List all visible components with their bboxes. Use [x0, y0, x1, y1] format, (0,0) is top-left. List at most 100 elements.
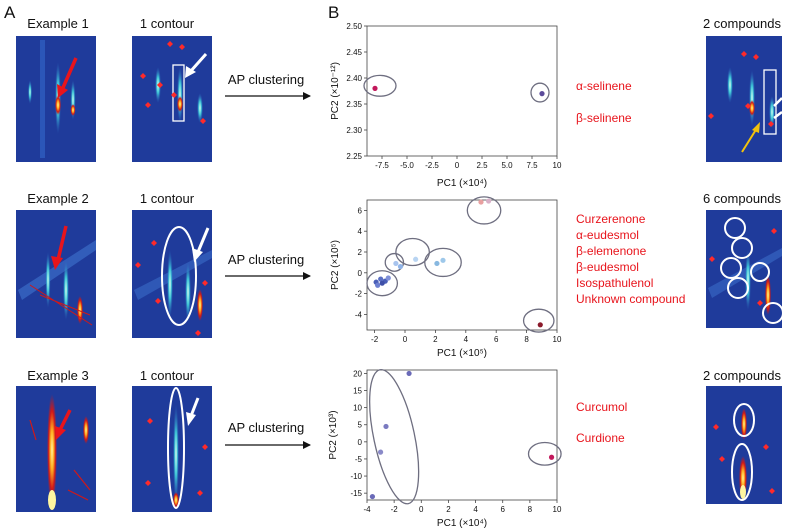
contour-label: 1 contour — [140, 368, 195, 383]
y-tick-label: 10 — [353, 404, 362, 413]
compound-name: Curcumol — [576, 400, 627, 414]
x-tick-label: 2.5 — [476, 161, 488, 170]
x-tick-label: 10 — [553, 161, 562, 170]
x-axis-label: PC1 (×10⁴) — [437, 178, 487, 189]
cluster-ellipse — [395, 237, 430, 267]
cluster-ellipse — [424, 247, 462, 278]
cluster-ellipse — [527, 441, 562, 466]
compound-name: β-selinene — [576, 111, 632, 125]
example-heatmap-1 — [16, 36, 96, 162]
example-label: Example 2 — [27, 191, 88, 206]
y-tick-label: 20 — [353, 369, 362, 378]
example-heatmap-3 — [16, 386, 96, 512]
data-point — [397, 263, 404, 270]
example-label: Example 1 — [27, 16, 88, 31]
result-label: 2 compounds — [703, 16, 782, 31]
result-heatmap-1 — [706, 36, 783, 162]
y-axis-label: PC2 (×10⁻¹²) — [330, 62, 341, 120]
y-tick-label: 2.45 — [346, 48, 362, 57]
data-point — [383, 423, 389, 430]
x-tick-label: -2 — [371, 335, 379, 344]
y-tick-label: 4 — [358, 227, 363, 236]
compound-name: α-eudesmol — [576, 228, 639, 242]
data-point — [486, 198, 492, 204]
contour-label: 1 contour — [140, 16, 195, 31]
contour-heatmap-2 — [132, 210, 212, 338]
data-point — [369, 493, 376, 500]
compound-name: Curdione — [576, 431, 625, 445]
y-tick-label: -15 — [350, 489, 362, 498]
method-label: AP clustering — [228, 72, 304, 87]
y-tick-label: -10 — [350, 472, 362, 481]
y-tick-label: 2.40 — [346, 74, 362, 83]
y-tick-label: 2.35 — [346, 100, 362, 109]
cluster-ellipse — [366, 270, 399, 297]
panel-label-b: B — [328, 3, 339, 22]
y-tick-label: 2.30 — [346, 126, 362, 135]
data-point — [537, 322, 543, 328]
x-tick-label: 2 — [446, 505, 451, 514]
cluster-ellipse — [384, 252, 405, 272]
contour-ellipse — [161, 226, 197, 326]
result-label: 6 compounds — [703, 191, 782, 206]
x-tick-label: 0 — [403, 335, 408, 344]
compound-name: α-selinene — [576, 79, 632, 93]
contour-ellipse — [167, 387, 185, 509]
cluster-ellipse — [522, 308, 555, 333]
y-tick-label: 2 — [358, 248, 363, 257]
data-point — [478, 199, 484, 205]
y-tick-label: 15 — [353, 387, 362, 396]
x-tick-label: 4 — [473, 505, 478, 514]
y-tick-label: 2.25 — [346, 152, 362, 161]
example-label: Example 3 — [27, 368, 88, 383]
data-point — [548, 454, 555, 460]
data-point — [434, 260, 440, 267]
x-tick-label: -2 — [391, 505, 399, 514]
data-point — [385, 275, 391, 281]
cluster-ellipse — [466, 196, 502, 225]
y-tick-label: -5 — [355, 455, 363, 464]
x-tick-label: -5.0 — [400, 161, 414, 170]
data-point — [378, 276, 384, 282]
data-point — [393, 260, 399, 267]
y-tick-label: 6 — [358, 206, 363, 215]
contour-heatmap-3 — [132, 386, 212, 512]
y-tick-label: 0 — [358, 438, 363, 447]
data-point — [377, 449, 384, 455]
x-tick-label: 10 — [553, 505, 562, 514]
contour-label: 1 contour — [140, 191, 195, 206]
x-tick-label: -4 — [363, 505, 371, 514]
result-heatmap-3 — [706, 386, 782, 504]
data-point — [413, 256, 419, 262]
red-arrow — [60, 57, 78, 91]
result-heatmap-2 — [706, 210, 784, 328]
compound-name: β-elemenone — [576, 244, 647, 258]
x-tick-label: 0 — [455, 161, 460, 170]
y-axis-label: PC2 (×10³) — [328, 410, 339, 459]
plot-frame — [366, 199, 558, 331]
y-tick-label: 0 — [358, 269, 363, 278]
compound-name: β-eudesmol — [576, 260, 639, 274]
x-tick-label: -7.5 — [375, 161, 389, 170]
x-tick-label: 0 — [419, 505, 424, 514]
data-point — [375, 282, 381, 288]
y-axis-label: PC2 (×10⁵) — [330, 240, 341, 290]
data-point — [440, 257, 446, 263]
data-point — [539, 91, 545, 97]
x-tick-label: 2 — [433, 335, 438, 344]
cluster-ellipse — [363, 74, 397, 97]
data-point — [379, 280, 385, 286]
x-axis-label: PC1 (×10⁵) — [437, 348, 487, 359]
x-tick-label: 4 — [464, 335, 469, 344]
contour-heatmap-1 — [132, 36, 212, 162]
x-axis-label: PC1 (×10⁴) — [437, 518, 487, 529]
x-tick-label: 10 — [553, 335, 562, 344]
y-tick-label: -2 — [355, 290, 363, 299]
x-tick-label: 8 — [524, 335, 529, 344]
y-tick-label: 5 — [358, 421, 363, 430]
cluster-ellipse — [530, 82, 550, 103]
plot-frame — [366, 369, 558, 501]
method-label: AP clustering — [228, 420, 304, 435]
